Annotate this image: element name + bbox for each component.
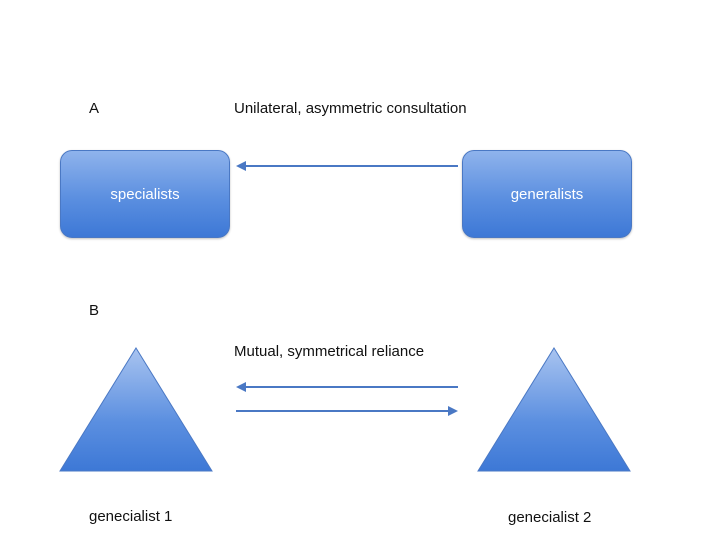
genecialist-2-label: genecialist 2	[508, 509, 592, 526]
arrow-left-to-right	[236, 406, 458, 416]
specialists-box-label: specialists	[110, 185, 180, 203]
generalists-box: generalists	[462, 150, 632, 238]
panel-a-label: A	[89, 100, 100, 117]
panel-b-label: B	[89, 302, 100, 319]
panel-a-caption: Unilateral, asymmetric consultation	[234, 100, 467, 117]
genecialist-1-triangle	[59, 347, 213, 472]
panel-b-caption: Mutual, symmetrical reliance	[234, 343, 425, 360]
arrow-generalists-to-specialists	[236, 161, 458, 171]
genecialist-2-triangle	[477, 347, 631, 472]
specialists-box: specialists	[60, 150, 230, 238]
generalists-box-label: generalists	[510, 185, 584, 203]
genecialist-1-label: genecialist 1	[89, 508, 173, 525]
arrow-right-to-left	[236, 382, 458, 392]
